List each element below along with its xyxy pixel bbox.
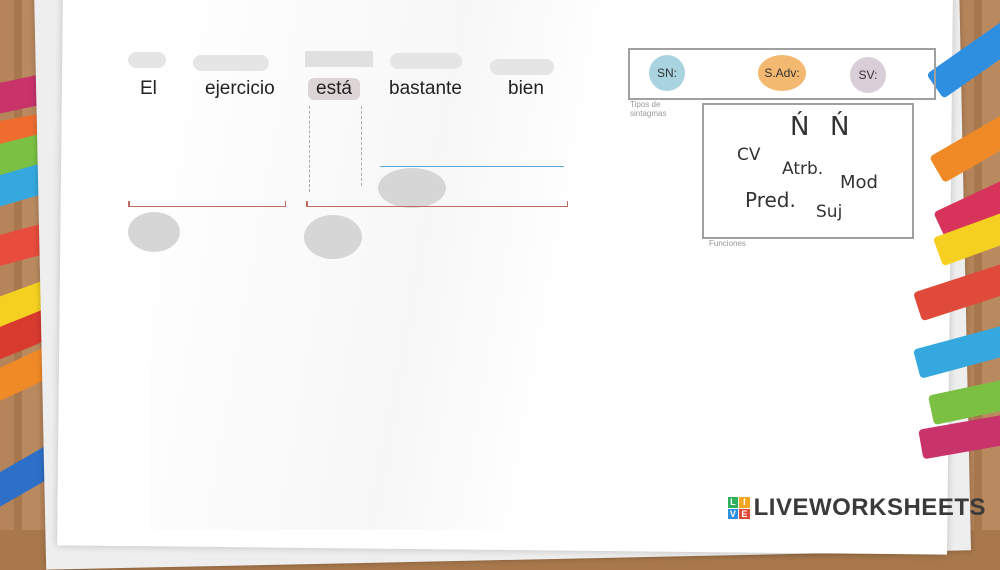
phrase-type-sv[interactable]: SV: <box>850 57 886 93</box>
sentence-word: bastante <box>389 78 462 99</box>
answer-slot-esta[interactable] <box>305 51 373 67</box>
sentence-word-highlighted[interactable]: está <box>308 78 360 100</box>
answer-slot-ejercicio[interactable] <box>193 55 269 71</box>
function-token[interactable]: Suj <box>816 202 843 222</box>
liveworksheets-logo-icon: L I V E <box>727 497 750 519</box>
logo-letter: V <box>727 508 739 519</box>
bracket-predicate <box>306 200 568 207</box>
function-token[interactable]: Mod <box>840 172 878 193</box>
sentence-word: ejercicio <box>205 78 275 99</box>
logo-letter: E <box>739 508 750 519</box>
brand-name: LIVEWORKSHEETS <box>753 494 986 521</box>
liveworksheets-brand: L I V E LIVEWORKSHEETS <box>727 494 986 522</box>
sentence-word: El <box>140 78 157 99</box>
bracket-subject <box>128 200 286 207</box>
answer-slot-bien[interactable] <box>490 59 554 75</box>
dashed-guide-right <box>361 106 362 186</box>
sentence-word: bien <box>508 78 544 99</box>
answer-drop-blob[interactable] <box>304 215 362 259</box>
logo-letter: I <box>739 497 750 508</box>
phrase-type-label: SV: <box>858 68 878 82</box>
phrase-types-caption: Tipos de sintagmas <box>630 100 667 118</box>
blue-underline <box>380 166 564 167</box>
logo-letter: L <box>727 497 739 508</box>
function-token[interactable]: CV <box>737 145 761 165</box>
paper-fold-shadow <box>150 0 850 530</box>
answer-drop-blob[interactable] <box>128 212 180 252</box>
dashed-guide-left <box>309 106 310 192</box>
phrase-type-label: SN: <box>656 66 677 80</box>
function-token[interactable]: Atrb. <box>782 159 824 179</box>
phrase-type-sn[interactable]: SN: <box>649 55 685 91</box>
answer-drop-blob[interactable] <box>378 168 446 208</box>
functions-caption: Funciones <box>709 239 746 248</box>
function-token[interactable]: Pred. <box>745 188 796 212</box>
phrase-types-box <box>628 48 936 100</box>
phrase-type-label: S.Adv: <box>764 66 800 80</box>
function-token[interactable]: Ń <box>790 112 810 142</box>
answer-slot-bastante[interactable] <box>390 53 462 69</box>
phrase-type-sadv[interactable]: S.Adv: <box>758 55 806 91</box>
answer-slot-el[interactable] <box>128 52 166 68</box>
function-token[interactable]: Ń <box>830 112 850 142</box>
functions-box <box>702 103 914 239</box>
